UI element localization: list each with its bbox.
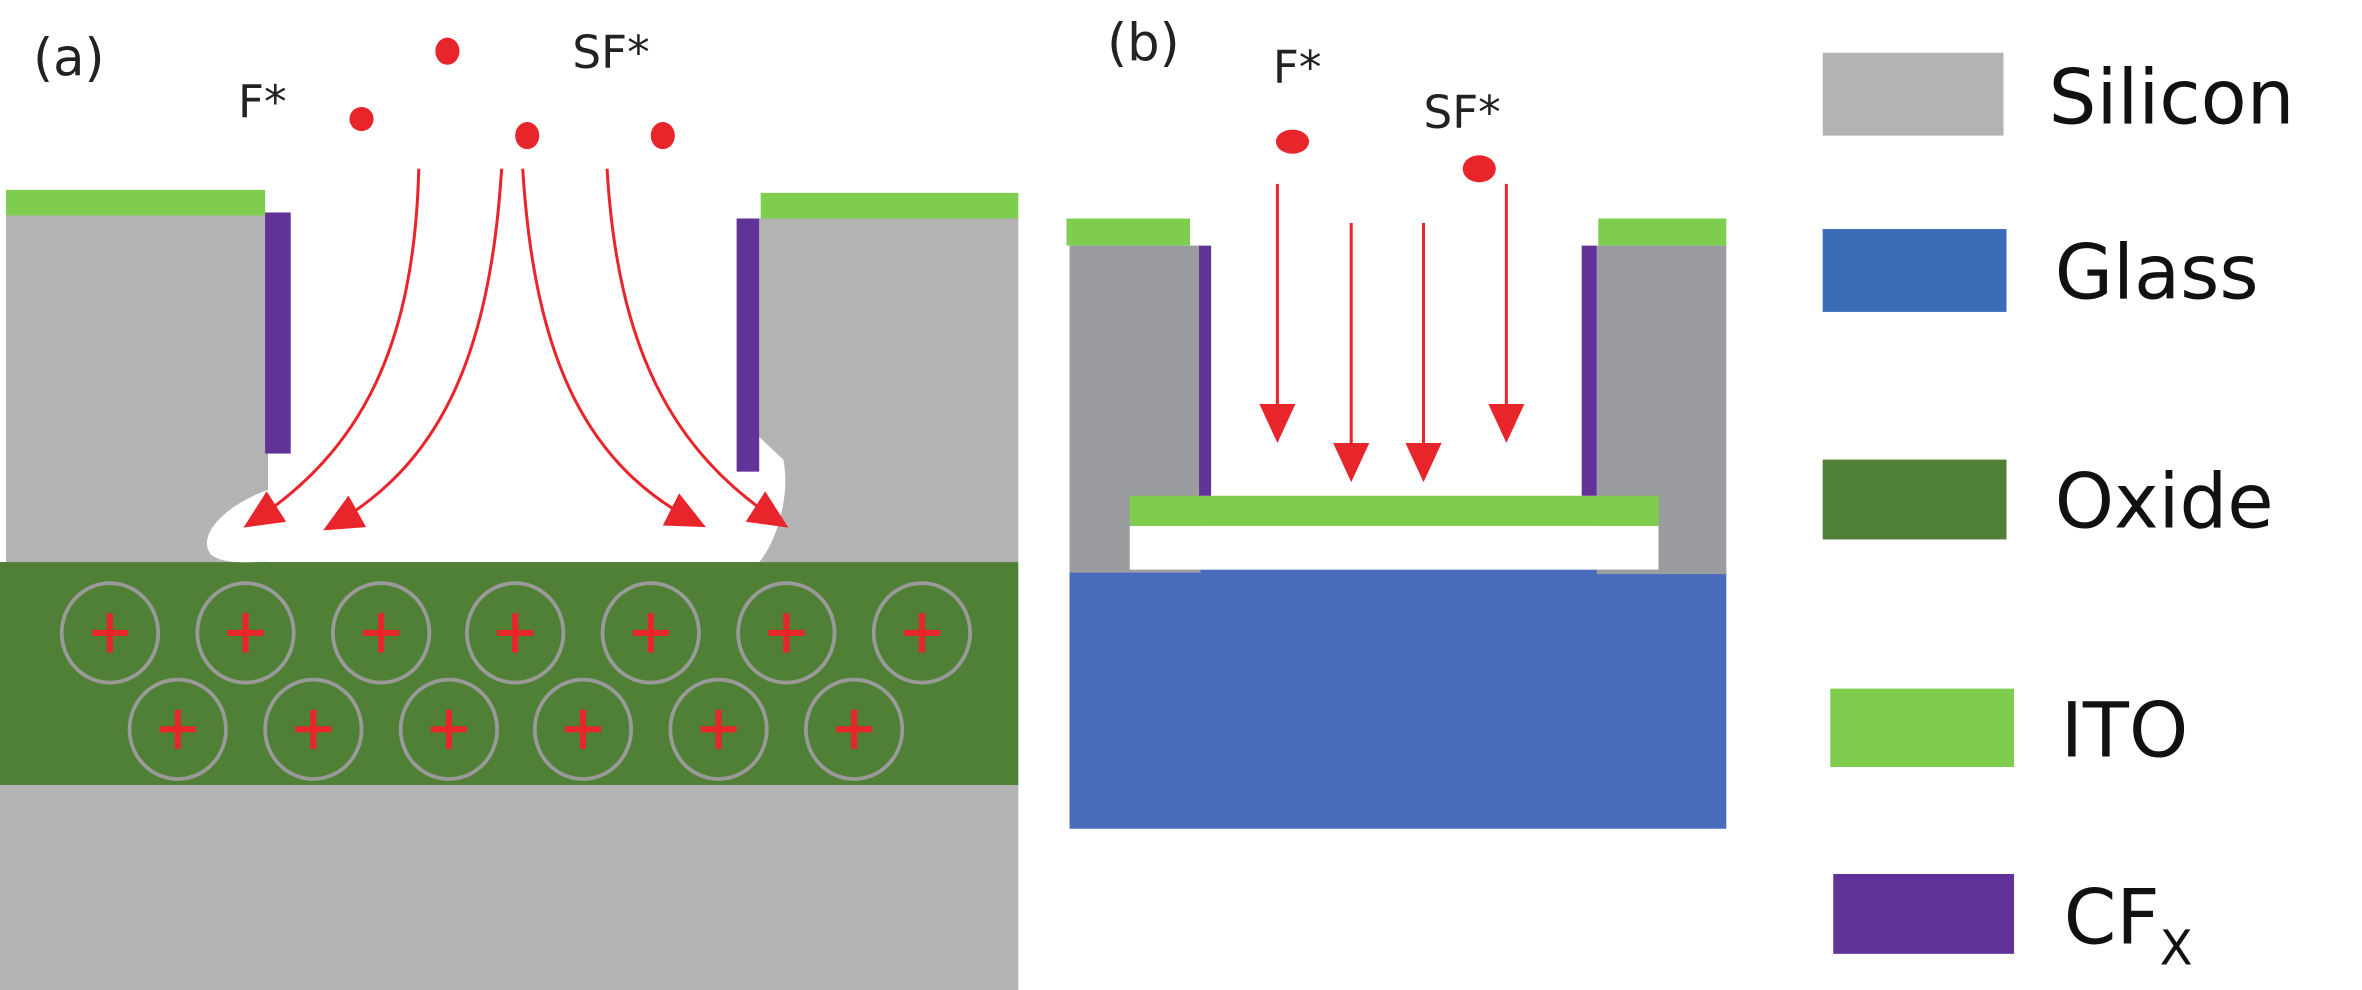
legend-label: Silicon bbox=[2049, 54, 2295, 142]
charge-ring bbox=[600, 581, 701, 685]
radical-dot bbox=[650, 122, 675, 150]
legend-label: ITO bbox=[2061, 686, 2189, 774]
legend-item-ito: ITO bbox=[1830, 686, 2188, 774]
cfx-right-a bbox=[736, 218, 760, 472]
charge-ring bbox=[668, 677, 769, 781]
legend-item-oxide: Oxide bbox=[1822, 457, 2274, 545]
oxide-layer-a bbox=[0, 562, 1019, 786]
legend-item-silicon: Silicon bbox=[1822, 52, 2295, 142]
positive-charge bbox=[195, 581, 296, 685]
ito-right-b bbox=[1598, 218, 1727, 246]
charge-ring bbox=[59, 581, 161, 685]
charge-ring bbox=[532, 677, 634, 781]
ito-left-b bbox=[1066, 218, 1191, 246]
plus-sign bbox=[363, 613, 400, 653]
positive-charge bbox=[59, 581, 161, 685]
positive-charge bbox=[668, 677, 769, 781]
legend-item-glass: Glass bbox=[1822, 228, 2259, 316]
legend-swatch bbox=[1822, 52, 2004, 136]
charge-ring bbox=[871, 581, 972, 685]
panel-b-label: (b) bbox=[1107, 13, 1179, 73]
legend: Silicon Glass Oxide ITO CFX bbox=[1822, 52, 2295, 976]
charge-ring bbox=[263, 677, 364, 781]
etched-cavity-a bbox=[206, 436, 786, 563]
ito-left-a bbox=[6, 189, 266, 216]
positive-charge bbox=[263, 677, 364, 781]
legend-label: CFX bbox=[2064, 873, 2193, 976]
charge-ring bbox=[195, 581, 296, 685]
plus-sign bbox=[768, 613, 805, 653]
silicon-right-a bbox=[759, 218, 1019, 563]
panel-b: (b) F* SF* bbox=[1066, 13, 1727, 829]
charge-ring bbox=[736, 581, 837, 685]
positive-charge bbox=[871, 581, 972, 685]
radical-dot bbox=[515, 122, 540, 150]
ito-bottom-b bbox=[1129, 495, 1659, 526]
glass-substrate-b bbox=[1069, 569, 1727, 829]
silicon-left-a bbox=[6, 215, 269, 563]
panel-a: (a) F* SF* bbox=[0, 26, 1019, 990]
cfx-left-a bbox=[265, 212, 291, 454]
charge-ring bbox=[398, 677, 499, 781]
plus-sign bbox=[91, 613, 129, 653]
radical-dot bbox=[349, 106, 374, 132]
panel-a-label: (a) bbox=[33, 28, 104, 88]
charge-ring bbox=[465, 581, 566, 685]
curved-arrow bbox=[243, 168, 421, 528]
charge-ring bbox=[331, 581, 432, 685]
radical-dot bbox=[435, 37, 460, 65]
radical-dot bbox=[1462, 155, 1496, 183]
curved-arrow bbox=[323, 168, 504, 531]
curved-arrow bbox=[521, 168, 706, 528]
charge-ring bbox=[127, 677, 228, 781]
plus-sign bbox=[227, 613, 264, 653]
positive-charge bbox=[600, 581, 701, 685]
legend-swatch bbox=[1830, 688, 2015, 767]
positive-charge bbox=[736, 581, 837, 685]
legend-label: Glass bbox=[2055, 228, 2259, 316]
ito-right-a bbox=[760, 192, 1019, 219]
legend-swatch bbox=[1822, 229, 2007, 312]
cfx-right-b bbox=[1581, 245, 1597, 496]
plus-sign bbox=[564, 709, 602, 749]
plus-sign bbox=[497, 613, 534, 653]
radical-dot bbox=[1275, 129, 1310, 154]
legend-swatch bbox=[1833, 873, 2015, 954]
legend-swatch bbox=[1822, 459, 2007, 540]
plus-sign bbox=[295, 709, 332, 749]
positive-charge bbox=[804, 677, 905, 781]
species-label-sf: SF* bbox=[572, 26, 649, 79]
positive-charge bbox=[465, 581, 566, 685]
positive-charge bbox=[331, 581, 432, 685]
positive-charge bbox=[398, 677, 499, 781]
plus-sign bbox=[159, 709, 196, 749]
plus-sign bbox=[903, 613, 940, 653]
silicon-substrate-a bbox=[0, 785, 1019, 990]
curved-arrow bbox=[605, 168, 789, 528]
positive-charge bbox=[127, 677, 228, 781]
positive-charges bbox=[59, 581, 972, 781]
species-label-f: F* bbox=[1273, 41, 1322, 94]
cfx-left-b bbox=[1199, 245, 1212, 496]
plus-sign bbox=[700, 709, 737, 749]
legend-item-cfx: CFX bbox=[1833, 873, 2193, 976]
species-label-sf: SF* bbox=[1424, 86, 1501, 139]
plus-sign bbox=[430, 709, 467, 749]
legend-label: Oxide bbox=[2055, 457, 2274, 545]
gap-b bbox=[1129, 525, 1659, 570]
positive-charge bbox=[532, 677, 634, 781]
plus-sign bbox=[632, 613, 669, 653]
plus-sign bbox=[836, 709, 873, 749]
charge-ring bbox=[804, 677, 905, 781]
species-label-f: F* bbox=[238, 76, 287, 129]
